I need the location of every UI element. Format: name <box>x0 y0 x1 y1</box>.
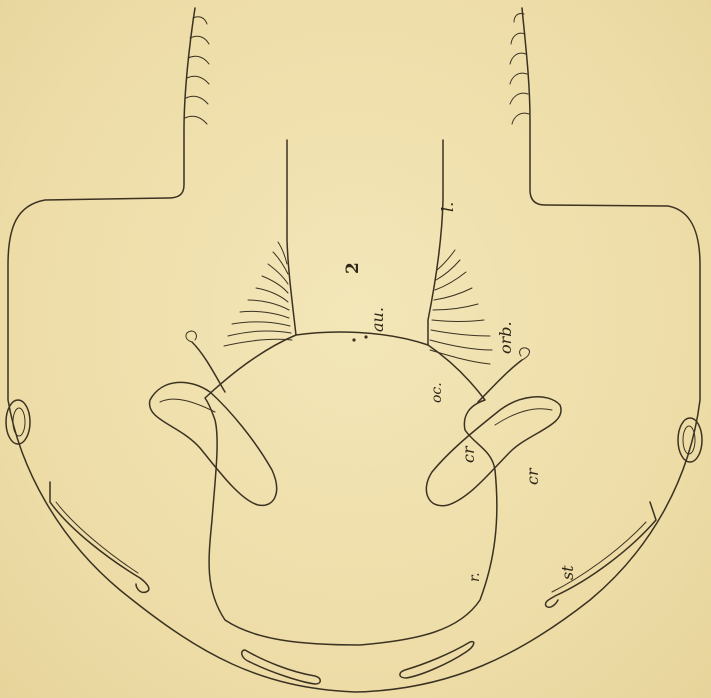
right-side-oval <box>678 418 702 462</box>
label-st: st <box>560 565 576 580</box>
central-column-right <box>428 140 443 345</box>
left-orbital-hook <box>186 331 197 342</box>
left-hatching <box>224 242 292 346</box>
left-neck-ridges <box>185 17 209 124</box>
label-r: r. <box>468 572 482 582</box>
label-orb: orb. <box>498 321 514 354</box>
body-outline <box>8 8 700 692</box>
left-bar-lower <box>242 650 321 684</box>
right-neck-ridges <box>510 13 529 124</box>
head-dot <box>352 338 355 341</box>
right-orbital-stalk <box>478 360 522 402</box>
left-side-oval-inner <box>13 408 25 436</box>
head-dot <box>364 335 367 338</box>
label-cr-outer: cr <box>525 468 541 485</box>
left-lobe <box>150 382 277 505</box>
figure-number: 2 <box>345 262 362 274</box>
label-oc: oc. <box>430 382 444 403</box>
label-au: au. <box>370 307 386 332</box>
label-cr-inner: cr <box>461 446 477 463</box>
right-lobe <box>426 397 561 506</box>
label-l: l. <box>440 202 456 212</box>
right-orbital-hook <box>520 348 530 360</box>
central-head <box>205 332 497 645</box>
central-column-left <box>287 140 296 335</box>
left-side-oval <box>6 400 30 444</box>
left-bar-upper <box>50 482 149 592</box>
right-lobe-inner <box>495 409 552 425</box>
right-hatching <box>430 250 492 364</box>
